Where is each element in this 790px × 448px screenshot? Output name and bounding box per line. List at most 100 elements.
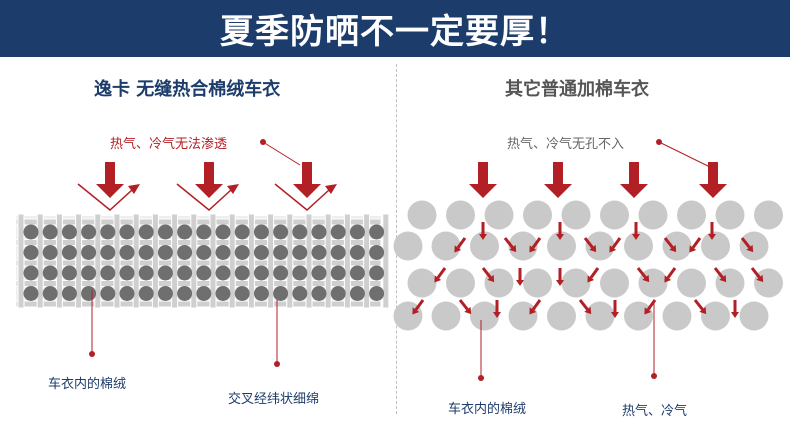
cotton-dot — [234, 245, 250, 260]
heat-label-leader-left — [262, 141, 301, 166]
cotton-dot — [369, 224, 385, 240]
cotton-dot — [369, 265, 385, 281]
leak-arrow-head — [556, 280, 564, 286]
cotton-dot — [23, 286, 39, 301]
bounce-arrowhead — [128, 184, 140, 194]
cotton-dot — [330, 286, 346, 301]
banner-title: 夏季防晒不一定要厚！ — [220, 12, 570, 52]
leak-arrow-head — [589, 244, 597, 253]
cotton-dot-light — [484, 268, 514, 298]
cotton-dot-light — [407, 200, 437, 230]
cotton-dot-light — [508, 301, 538, 331]
cotton-dot-light — [677, 200, 706, 230]
cotton-dot — [196, 265, 212, 281]
cotton-dot-light — [662, 301, 692, 331]
heat-arrow-down — [620, 162, 648, 198]
heat-label-leader-right — [658, 141, 713, 169]
cotton-dot — [215, 265, 231, 281]
cotton-dot — [81, 245, 97, 260]
cotton-dot-light — [431, 301, 461, 331]
mesh-vertical-thread — [228, 213, 236, 309]
cotton-dot-light — [638, 200, 668, 230]
leak-arrow-shaft — [636, 267, 647, 279]
heat-arrow-down — [96, 162, 124, 198]
cotton-dot-light — [754, 268, 783, 298]
leak-arrow-head — [516, 280, 524, 286]
leak-arrow-head — [642, 274, 650, 283]
leak-arrow-shaft — [589, 267, 600, 279]
cotton-dot — [330, 224, 346, 240]
leak-arrow-shaft — [531, 237, 542, 249]
cotton-dot — [177, 286, 193, 301]
cotton-dot — [349, 224, 365, 240]
air-leader-right-dot — [651, 373, 657, 379]
dense-cotton-dots — [23, 224, 385, 301]
cotton-dot — [311, 265, 327, 281]
mesh-vertical-thread — [247, 213, 255, 309]
right-cotton-label: 车衣内的棉绒 — [448, 402, 527, 417]
cotton-dot-light — [585, 301, 615, 331]
cotton-dot — [215, 245, 231, 260]
mesh-vertical-thread — [36, 213, 44, 309]
cotton-dot — [81, 286, 97, 301]
mesh-vertical-thread — [151, 213, 159, 309]
cotton-dot — [273, 265, 289, 281]
cotton-dot — [253, 265, 269, 281]
cotton-dot — [42, 265, 58, 281]
cotton-dot-light — [754, 200, 783, 230]
cotton-dot-light — [446, 268, 475, 298]
cotton-dot — [177, 265, 193, 281]
mesh-vertical-thread — [132, 213, 140, 309]
cotton-dot — [42, 224, 58, 240]
leak-arrow-shaft — [531, 299, 542, 311]
cotton-dot-light — [600, 200, 629, 230]
cotton-dot — [196, 224, 212, 240]
mesh-vertical-thread — [171, 213, 179, 309]
cotton-dot — [253, 245, 269, 260]
left-heat-label: 热气、冷气无法渗透 — [110, 137, 228, 152]
cotton-dot-light — [470, 301, 499, 331]
cotton-dot — [23, 224, 39, 240]
mesh-vertical-thread — [190, 213, 198, 309]
cotton-dot — [157, 286, 173, 301]
mesh-vertical-thread — [324, 213, 332, 309]
leak-arrow-head — [669, 244, 677, 253]
mesh-vertical-thread — [305, 213, 313, 309]
cotton-leader-right-dot — [478, 375, 484, 381]
leak-arrow-shaft — [691, 237, 702, 249]
leak-arrow-head — [509, 244, 517, 253]
leak-arrow-shaft — [666, 267, 677, 279]
cotton-dot — [81, 265, 97, 281]
cotton-dot-light — [561, 268, 591, 298]
cotton-dot-light — [585, 231, 615, 261]
cotton-dot — [369, 245, 385, 260]
leak-arrow-shaft — [750, 267, 761, 279]
heat-arrow-down — [195, 162, 223, 198]
mesh-vertical-thread — [75, 213, 83, 309]
mesh-horizontal-thread — [15, 300, 382, 308]
cotton-dot — [138, 245, 154, 260]
cotton-dot — [42, 286, 58, 301]
cotton-dot-light — [677, 268, 706, 298]
mesh-vertical-thread — [382, 213, 390, 309]
leak-arrow-shaft — [456, 237, 467, 249]
cotton-dot — [23, 265, 39, 281]
cotton-dot — [157, 265, 173, 281]
cotton-dot — [61, 286, 77, 301]
cotton-dot-light — [508, 231, 538, 261]
cotton-dot-light — [624, 231, 653, 261]
cotton-dot-light — [431, 231, 461, 261]
mesh-vertical-thread — [113, 213, 121, 309]
leak-arrow-head — [529, 245, 537, 253]
heat-arrow-down — [293, 162, 321, 198]
cotton-dot-light — [547, 231, 576, 261]
cotton-dot — [311, 224, 327, 240]
cotton-dot-light — [470, 231, 499, 261]
cotton-dot-light — [446, 200, 475, 230]
cotton-dot — [177, 224, 193, 240]
cotton-dot — [100, 224, 116, 240]
leak-arrow-shaft — [663, 237, 674, 249]
cotton-dot — [138, 265, 154, 281]
cotton-dot — [215, 224, 231, 240]
cotton-dot — [177, 245, 193, 260]
